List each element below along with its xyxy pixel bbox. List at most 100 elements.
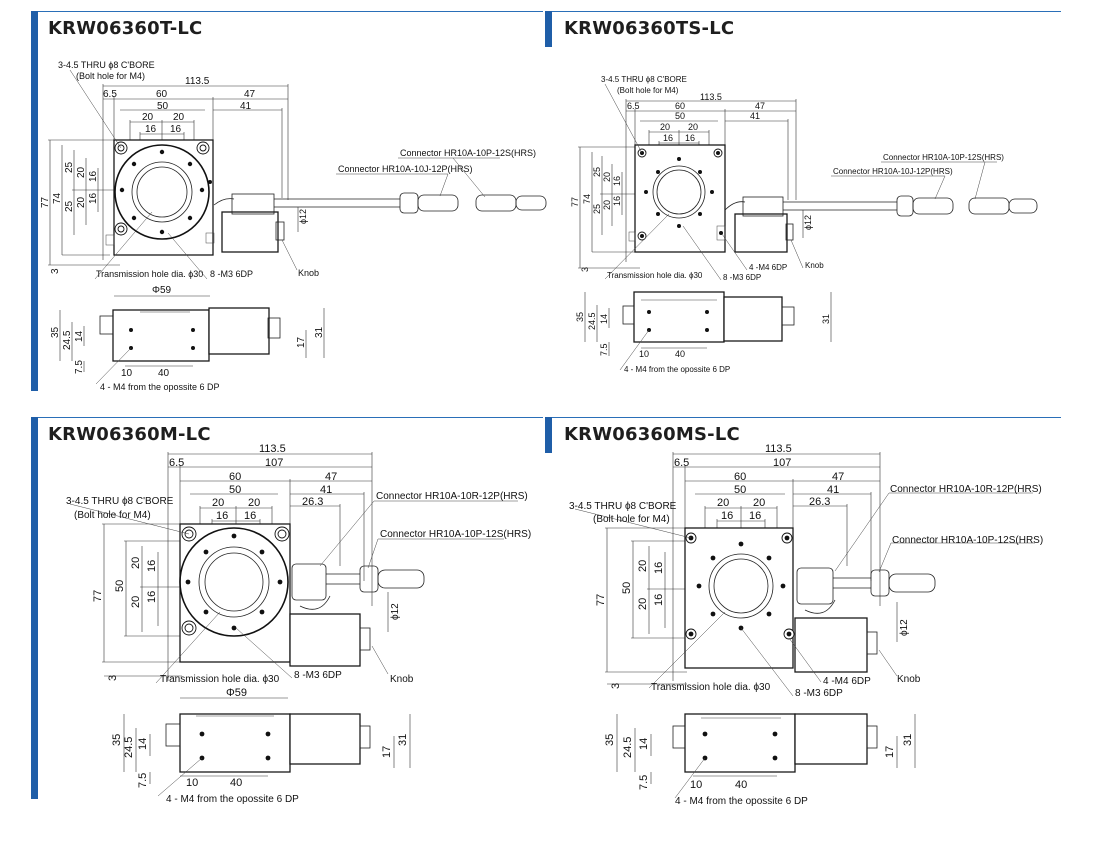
- dim-20-right: 20: [753, 497, 765, 509]
- dim-107: 107: [773, 457, 791, 469]
- dim-47: 47: [832, 471, 844, 483]
- dim-3: 3: [50, 268, 61, 274]
- dim-40: 40: [158, 368, 170, 379]
- dim-16-left: 16: [663, 133, 673, 143]
- panel-krw06360ms-lc: KRW06360MS-LC 113.5 6.5 107 60: [545, 406, 1100, 841]
- dim-107: 107: [265, 457, 283, 469]
- callout-transmission: Transmission hole dia. ϕ30: [96, 269, 203, 279]
- dim-50: 50: [229, 484, 241, 496]
- dim-60: 60: [675, 101, 685, 111]
- dim-25-bottom: 25: [592, 204, 602, 214]
- dim-phi12: ϕ12: [899, 619, 910, 636]
- callout-connector-2: Connector HR10A-10J-12P(HRS): [833, 167, 953, 176]
- dim-47: 47: [244, 89, 256, 100]
- dim-16-left: 16: [216, 510, 228, 522]
- panel-accent-bar: [545, 417, 552, 453]
- dim-50: 50: [675, 111, 685, 121]
- dim-50-v: 50: [621, 582, 633, 594]
- dim-17: 17: [381, 746, 393, 758]
- dim-31: 31: [821, 314, 831, 324]
- dim-phi12: ϕ12: [803, 215, 813, 230]
- panel-accent-bar: [545, 11, 552, 47]
- dim-47: 47: [755, 101, 765, 111]
- left-dimensions: [48, 139, 130, 266]
- dim-113-5: 113.5: [700, 92, 722, 102]
- side-view: [123, 697, 411, 797]
- callout-transmission: Transmission hole dia. ϕ30: [607, 271, 703, 280]
- dim-113-5: 113.5: [185, 76, 210, 87]
- panel-title: KRW06360T-LC: [48, 18, 203, 39]
- dim-25-top: 25: [592, 167, 602, 177]
- dim-20-bottom-v: 20: [130, 596, 142, 608]
- dim-77: 77: [595, 594, 607, 606]
- callout-m4-opposite: 4 - M4 from the opossite 6 DP: [100, 382, 220, 392]
- callout-m3: 8 -M3 6DP: [795, 688, 843, 699]
- callout-m4: 4 -M4 6DP: [823, 676, 871, 687]
- left-dimensions: [605, 527, 705, 685]
- motor-and-cable: [213, 192, 547, 253]
- motor-and-cable: [289, 563, 425, 667]
- callout-bolt-note: (Bolt hole for M4): [617, 86, 679, 95]
- top-dimensions: [167, 452, 373, 681]
- dim-10: 10: [186, 777, 198, 789]
- dim-16-top-v: 16: [88, 170, 99, 182]
- dim-113-5: 113.5: [259, 443, 286, 455]
- top-dimensions: [102, 84, 289, 260]
- panel-krw06360ts-lc: KRW06360TS-LC 113.5 6.5 60 47 50 41 20: [545, 0, 1100, 400]
- callout-knob: Knob: [298, 268, 319, 278]
- callout-m4-opposite: 4 - M4 from the opossite 6 DP: [675, 796, 808, 807]
- dim-phi12: ϕ12: [390, 603, 401, 620]
- dim-16-right: 16: [749, 510, 761, 522]
- dim-20-right: 20: [248, 497, 260, 509]
- callout-bolt-note: (Bolt hole for M4): [74, 510, 151, 521]
- callout-bolt-note: (Bolt hole for M4): [593, 514, 670, 525]
- dim-16-bottom-v: 16: [653, 594, 665, 606]
- dim-20-bottom-v: 20: [76, 196, 87, 208]
- dim-60: 60: [734, 471, 746, 483]
- stage-top-view: [179, 523, 291, 663]
- dim-20-bottom-v: 20: [602, 200, 612, 210]
- dim-41: 41: [827, 484, 839, 496]
- drawing-ms-lc: 113.5 6.5 107 60 47 50 41 26.3 20 20 16 …: [569, 443, 1043, 807]
- dim-phi12: ϕ12: [298, 209, 308, 224]
- dim-16-bottom-v: 16: [146, 591, 158, 603]
- dim-35: 35: [604, 734, 616, 746]
- dim-7-5: 7.5: [74, 360, 85, 374]
- callout-connector-1: Connector HR10A-10P-12S(HRS): [883, 153, 1004, 162]
- dim-7-5: 7.5: [599, 343, 609, 356]
- dim-113-5: 113.5: [765, 443, 792, 455]
- dim-16-right: 16: [244, 510, 256, 522]
- dim-35: 35: [111, 734, 123, 746]
- dim-41: 41: [320, 484, 332, 496]
- callout-connector-1: Connector HR10A-10R-12P(HRS): [890, 484, 1042, 495]
- dim-7-5: 7.5: [137, 773, 149, 788]
- callout-m3: 8 -M3 6DP: [723, 273, 761, 282]
- panel-top-rule: [31, 11, 543, 12]
- dim-phi59: Φ59: [152, 285, 172, 296]
- callout-m4-opposite: 4 - M4 from the opossite 6 DP: [166, 794, 299, 805]
- dim-31: 31: [397, 734, 409, 746]
- dim-24-5: 24.5: [587, 312, 597, 330]
- callout-transmission: Transmission hole dia. ϕ30: [160, 674, 280, 685]
- dim-24-5: 24.5: [62, 330, 73, 350]
- dim-74: 74: [582, 194, 592, 204]
- dim-20-top-v: 20: [76, 166, 87, 178]
- drawing-m-lc: 113.5 6.5 107 60 47 50 41 26.3 20 20 16 …: [66, 443, 531, 805]
- motor-and-cable: [724, 195, 1038, 253]
- callout-bolt-note: (Bolt hole for M4): [76, 71, 145, 81]
- panel-krw06360t-lc: KRW06360T-LC 113.5 6.5 60 47 50 41: [0, 0, 547, 400]
- dim-16-right: 16: [170, 124, 182, 135]
- dim-10: 10: [690, 779, 702, 791]
- dim-25-bottom: 25: [64, 200, 75, 212]
- dim-50: 50: [734, 484, 746, 496]
- dim-16-right: 16: [685, 133, 695, 143]
- dim-20-top-v: 20: [637, 560, 649, 572]
- panel-krw06360m-lc: KRW06360M-LC 113.5 6.5 107 60: [0, 406, 545, 841]
- motor-and-cable: [794, 567, 936, 673]
- dim-31: 31: [902, 734, 914, 746]
- dim-20-right: 20: [688, 122, 698, 132]
- dim-77: 77: [570, 197, 580, 207]
- dim-20-left: 20: [660, 122, 670, 132]
- dim-77: 77: [92, 590, 104, 602]
- dim-10: 10: [639, 349, 649, 359]
